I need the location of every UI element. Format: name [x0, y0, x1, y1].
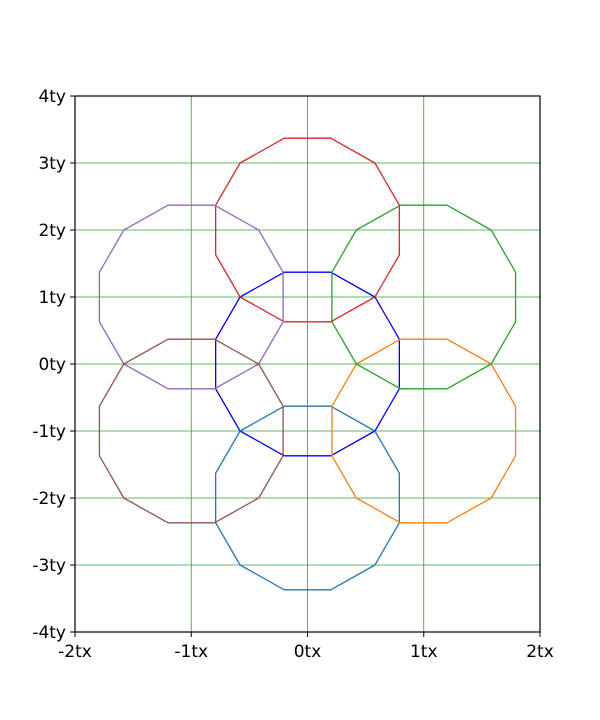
x-tick-label-2: 0tx — [294, 642, 322, 662]
y-tick-label-4: 0ty — [38, 355, 66, 375]
x-tick-label-1: -1tx — [174, 642, 208, 662]
y-tick-label-7: 3ty — [38, 154, 66, 174]
x-tick-label-3: 1tx — [410, 642, 438, 662]
y-tick-label-8: 4ty — [38, 87, 66, 107]
x-tick-label-4: 2tx — [526, 642, 554, 662]
axis-ticks — [70, 95, 541, 637]
series-polygon-6 — [98, 338, 284, 524]
y-tick-label-5: 1ty — [38, 288, 66, 308]
y-tick-label-3: -1ty — [32, 422, 66, 442]
x-tick-label-0: -2tx — [58, 642, 92, 662]
polygon-series — [98, 137, 517, 591]
y-tick-label-2: -2ty — [32, 489, 66, 509]
y-tick-label-1: -3ty — [32, 556, 66, 576]
tick-labels: -2tx -1tx 0tx 1tx 2tx -4ty -3ty -2ty -1ty 0ty 1ty 2… — [32, 87, 553, 662]
y-tick-label-6: 2ty — [38, 221, 66, 241]
y-tick-label-0: -4ty — [32, 623, 66, 643]
series-polygon-2 — [331, 338, 517, 524]
series-polygon-4 — [215, 137, 400, 323]
